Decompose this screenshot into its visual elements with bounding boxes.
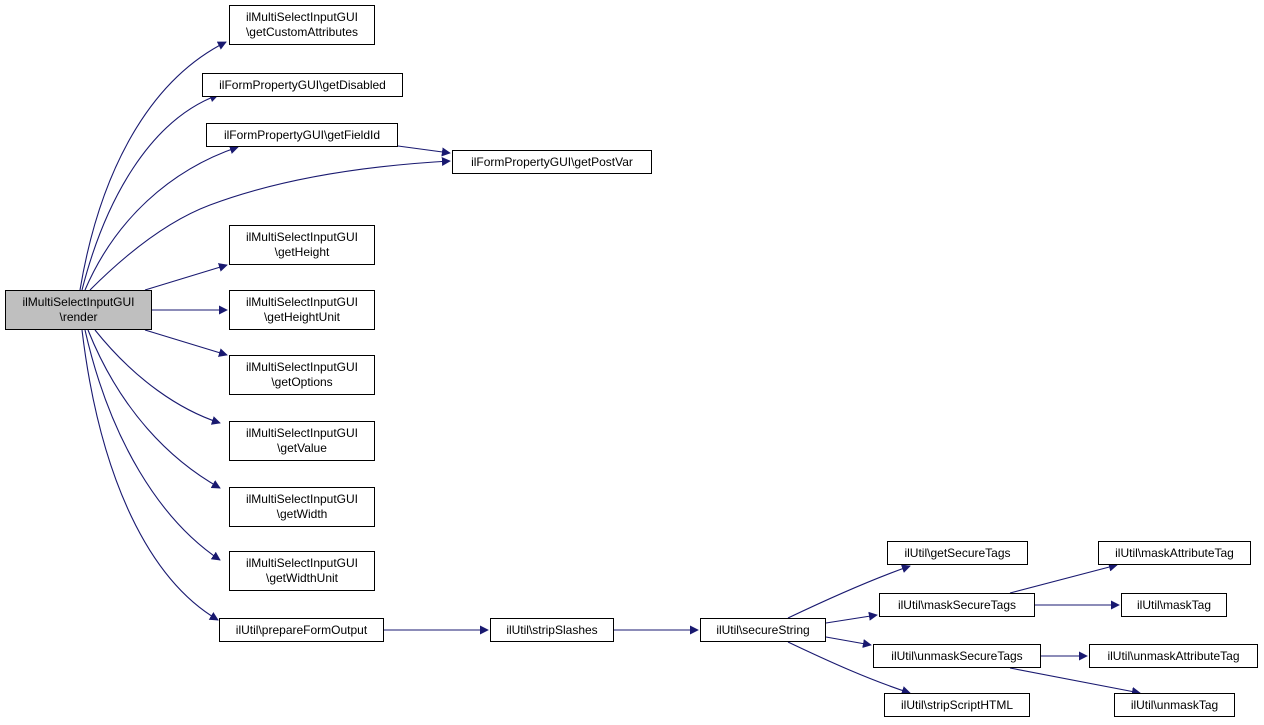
node-label: \getWidth: [276, 507, 328, 521]
node-unmask-attribute-tag[interactable]: ilUtil\unmaskAttributeTag: [1089, 644, 1258, 668]
node-get-post-var[interactable]: ilFormPropertyGUI\getPostVar: [452, 150, 652, 174]
node-prepare-form-output[interactable]: ilUtil\prepareFormOutput: [219, 618, 384, 642]
node-get-width[interactable]: ilMultiSelectInputGUI \getWidth: [229, 487, 375, 527]
node-label: \getHeightUnit: [263, 310, 341, 324]
node-label: ilMultiSelectInputGUI: [245, 360, 359, 374]
node-label: ilUtil\prepareFormOutput: [235, 622, 368, 637]
node-label: \getOptions: [271, 375, 333, 389]
edge-secureString-to-stripScriptHTML: [787, 641, 911, 695]
node-mask-tag[interactable]: ilUtil\maskTag: [1121, 593, 1227, 617]
edge-render-to-getFieldId: [84, 145, 239, 291]
node-label: ilMultiSelectInputGUI: [245, 230, 359, 244]
edge-render-to-getHeight: [144, 263, 228, 291]
node-label: ilUtil\unmaskSecureTags: [891, 648, 1023, 663]
node-label: ilUtil\stripSlashes: [506, 622, 598, 637]
node-label: ilUtil\stripScriptHTML: [900, 697, 1013, 712]
node-label: ilUtil\getSecureTags: [904, 545, 1011, 560]
node-label: \render: [59, 310, 98, 324]
edge-secureString-to-unmaskSecureTags: [825, 636, 872, 649]
node-label: \getCustomAttributes: [245, 25, 359, 39]
node-get-value[interactable]: ilMultiSelectInputGUI \getValue: [229, 421, 375, 461]
node-label: ilMultiSelectInputGUI: [245, 492, 359, 506]
node-label: ilMultiSelectInputGUI: [245, 556, 359, 570]
node-label: ilUtil\maskTag: [1136, 597, 1211, 612]
node-unmask-tag[interactable]: ilUtil\unmaskTag: [1114, 693, 1235, 717]
edge-unmaskSecureTags-to-unmaskTag: [1009, 667, 1141, 696]
node-get-height[interactable]: ilMultiSelectInputGUI \getHeight: [229, 225, 375, 265]
node-label: ilUtil\unmaskAttributeTag: [1107, 648, 1240, 663]
node-strip-script-html[interactable]: ilUtil\stripScriptHTML: [884, 693, 1030, 717]
node-get-field-id[interactable]: ilFormPropertyGUI\getFieldId: [206, 123, 398, 147]
node-get-disabled[interactable]: ilFormPropertyGUI\getDisabled: [202, 73, 403, 97]
node-get-width-unit[interactable]: ilMultiSelectInputGUI \getWidthUnit: [229, 551, 375, 591]
node-label: ilMultiSelectInputGUI: [245, 426, 359, 440]
node-label: ilFormPropertyGUI\getDisabled: [219, 77, 386, 92]
node-label: ilFormPropertyGUI\getPostVar: [471, 154, 633, 169]
node-unmask-secure-tags[interactable]: ilUtil\unmaskSecureTags: [873, 644, 1041, 668]
node-label: ilMultiSelectInputGUI: [22, 295, 135, 309]
node-label: ilMultiSelectInputGUI: [245, 10, 359, 24]
node-mask-secure-tags[interactable]: ilUtil\maskSecureTags: [879, 593, 1035, 617]
node-strip-slashes[interactable]: ilUtil\stripSlashes: [490, 618, 614, 642]
edge-render-to-getWidth: [87, 329, 221, 489]
node-get-secure-tags[interactable]: ilUtil\getSecureTags: [887, 541, 1028, 565]
edge-secureString-to-maskSecureTags: [825, 611, 878, 624]
node-get-options[interactable]: ilMultiSelectInputGUI \getOptions: [229, 355, 375, 395]
edge-render-to-getCustomAttributes: [79, 41, 227, 291]
node-label: \getWidthUnit: [265, 571, 339, 585]
node-mask-attribute-tag[interactable]: ilUtil\maskAttributeTag: [1098, 541, 1251, 565]
edge-render-to-prepareFormOutput: [81, 329, 219, 621]
node-label: ilFormPropertyGUI\getFieldId: [223, 127, 381, 142]
edge-secureString-to-getSecureTags: [787, 564, 911, 619]
node-label: \getHeight: [274, 245, 330, 259]
node-render[interactable]: ilMultiSelectInputGUI \render: [5, 290, 152, 330]
edge-render-to-getPostVar: [89, 156, 451, 291]
node-get-height-unit[interactable]: ilMultiSelectInputGUI \getHeightUnit: [229, 290, 375, 330]
node-label: ilUtil\maskSecureTags: [897, 597, 1017, 612]
node-label: ilUtil\unmaskTag: [1130, 697, 1219, 712]
node-label: ilUtil\maskAttributeTag: [1115, 545, 1234, 560]
node-label: \getValue: [277, 441, 327, 455]
node-secure-string[interactable]: ilUtil\secureString: [700, 618, 826, 642]
edge-render-to-getOptions: [144, 329, 228, 357]
edge-maskSecureTags-to-maskAttributeTag: [1009, 562, 1118, 594]
node-label: ilMultiSelectInputGUI: [245, 295, 359, 309]
node-get-custom-attributes[interactable]: ilMultiSelectInputGUI \getCustomAttribut…: [229, 5, 375, 45]
edge-render-to-getWidthUnit: [84, 329, 221, 561]
edge-render-to-getValue: [94, 329, 221, 425]
node-label: ilUtil\secureString: [716, 622, 810, 637]
edge-render-to-getDisabled: [81, 93, 219, 291]
edge-getFieldId-to-getPostVar: [397, 145, 451, 157]
